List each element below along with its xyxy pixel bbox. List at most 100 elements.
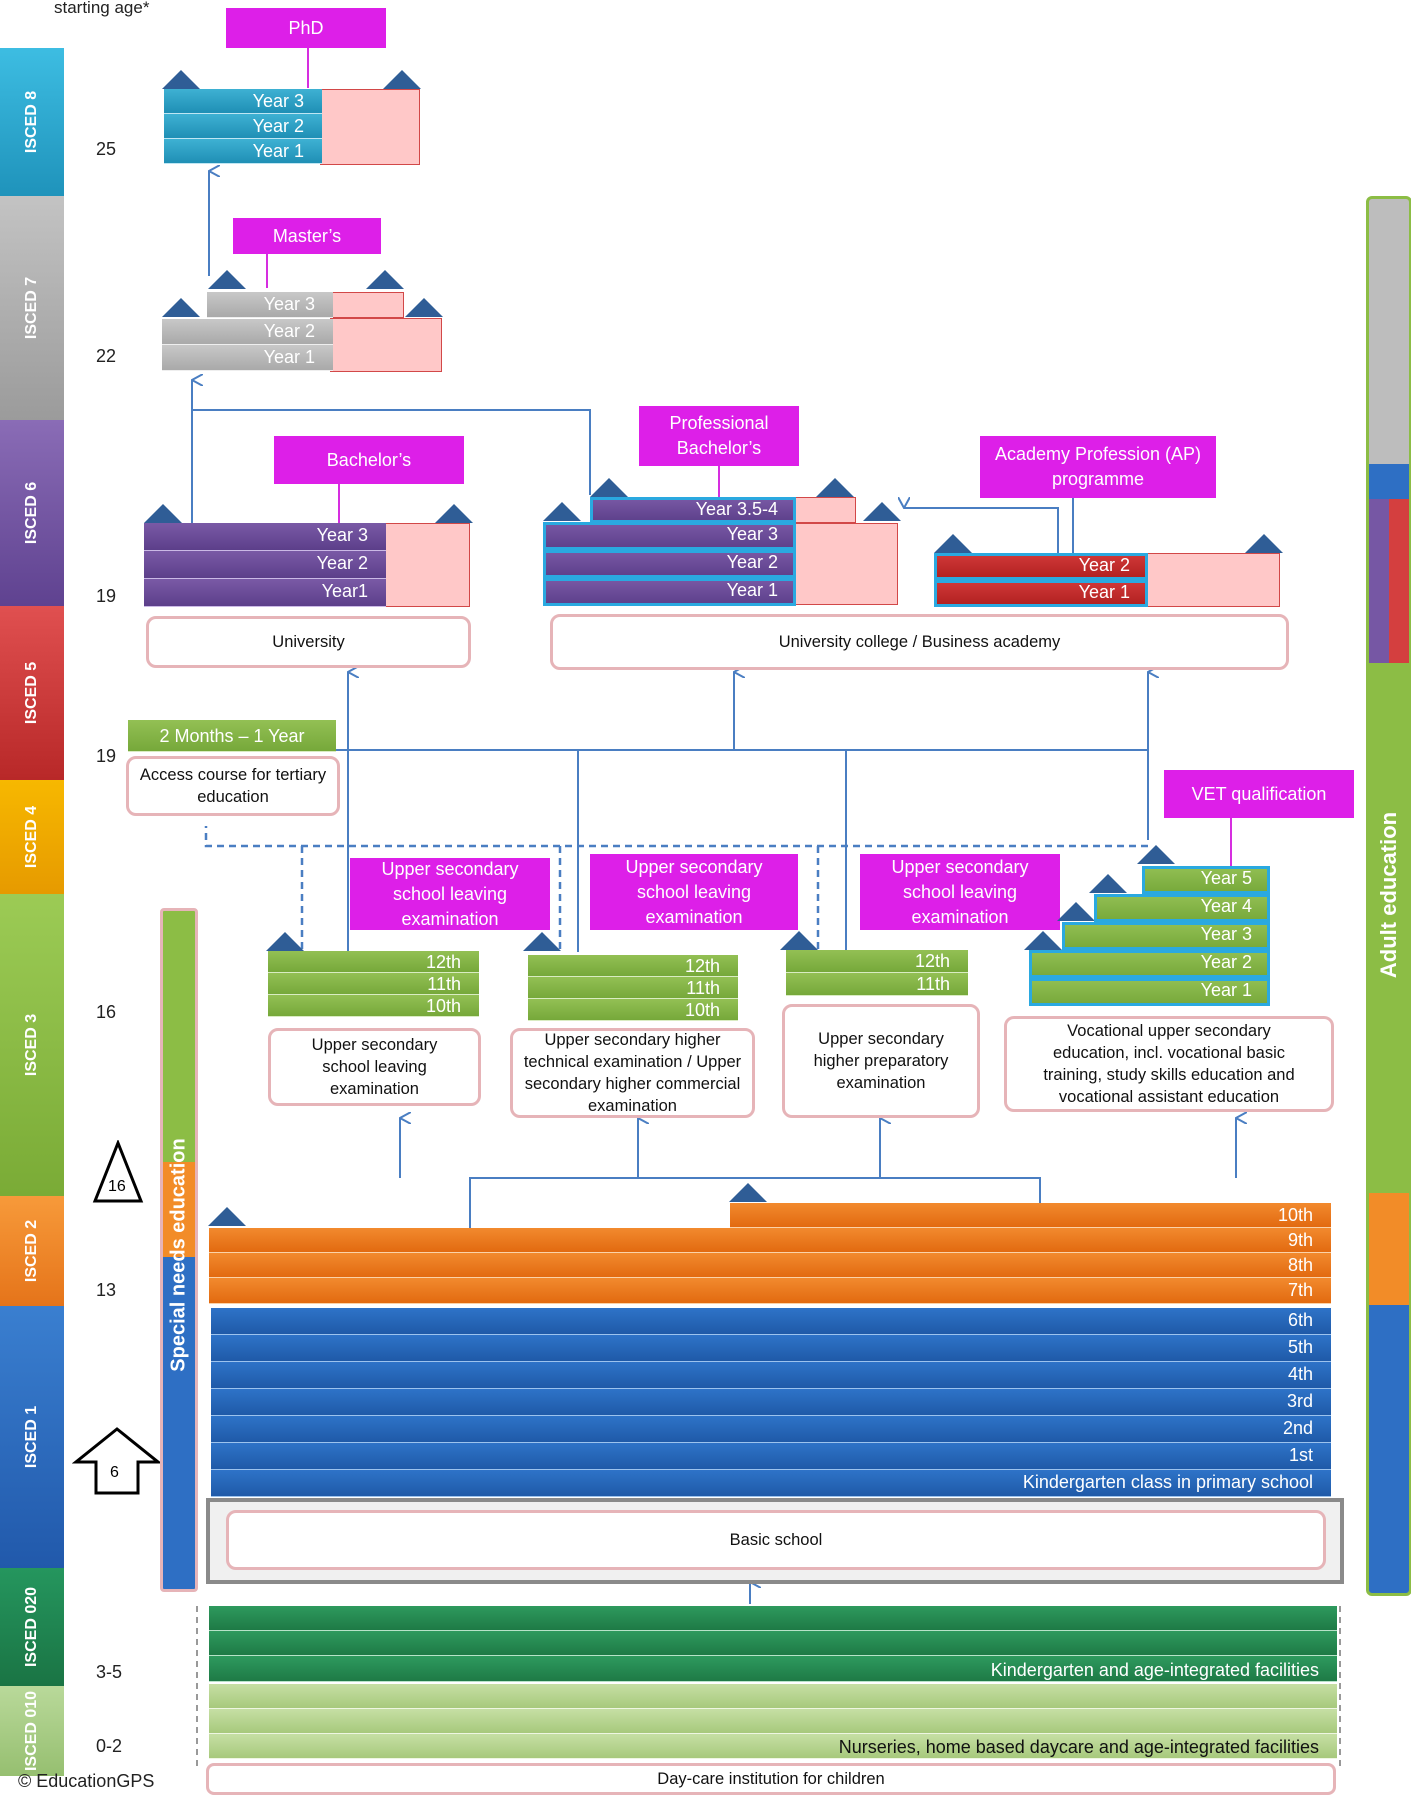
- upper-sec-3-box: Upper secondary higher preparatory exami…: [782, 1004, 980, 1118]
- bachelors-connector: [338, 484, 340, 524]
- starting-age-header: starting age*: [54, 0, 150, 17]
- prof-bachelors-year-3: Year 3: [543, 522, 796, 550]
- prof-bachelors-ext-top: [792, 497, 856, 523]
- phd-cap-left-icon: [162, 70, 200, 89]
- isced-020: ISCED 020: [0, 1568, 64, 1686]
- ap-cap-left-icon: [934, 534, 972, 553]
- vet-year-1: Year 1: [1029, 978, 1270, 1006]
- upper-sec-1-box: Upper secondary school leaving examinati…: [268, 1028, 481, 1106]
- special-needs-bar: [160, 908, 198, 1592]
- nurseries-row-2: [209, 1709, 1337, 1734]
- age-19-upper: 19: [96, 586, 117, 606]
- prof-bachelors-cap-1-icon: [590, 478, 628, 497]
- phd-label: PhD: [226, 8, 386, 48]
- upper-sec-3-grade-11: 11th: [786, 973, 968, 996]
- access-course-box: Access course for tertiary education: [126, 756, 340, 816]
- nurseries-row-1: [209, 1684, 1337, 1709]
- isced-6: ISCED 6: [0, 420, 64, 606]
- university-college-box: University college / Business academy: [550, 614, 1289, 670]
- age-19-lower: 19: [96, 746, 117, 766]
- isced-3: ISCED 3: [0, 894, 64, 1196]
- isced-010: ISCED 010: [0, 1686, 64, 1776]
- upper-sec-1-grade-10: 10th: [268, 995, 479, 1017]
- adult-education-isced3-block: [1369, 663, 1409, 1193]
- isced-1: ISCED 1: [0, 1306, 64, 1568]
- phd-year-2: Year 2: [164, 114, 322, 139]
- prof-bachelors-label: Professional Bachelor’s: [639, 406, 799, 466]
- ap-connector: [1072, 498, 1074, 556]
- phd-extension: [320, 89, 420, 165]
- phd-year-3: Year 3: [164, 89, 322, 114]
- compulsory-end-triangle-icon: [92, 1140, 144, 1203]
- copyright: © EducationGPS: [18, 1771, 155, 1791]
- upper-sec-3-grade-12: 12th: [786, 950, 968, 973]
- lower-sec-cap-left-icon: [208, 1207, 246, 1226]
- adult-education-top-stripes: [1369, 499, 1409, 663]
- bachelors-cap-left-icon: [144, 504, 182, 523]
- lower-sec-grade-7: 7th: [209, 1278, 1331, 1304]
- vet-year-2: Year 2: [1029, 950, 1270, 978]
- basic-school-box: Basic school: [226, 1510, 1326, 1570]
- age-16: 16: [96, 1002, 117, 1022]
- vet-year-5: Year 5: [1142, 866, 1270, 894]
- masters-year-1: Year 1: [162, 345, 333, 371]
- university-box: University: [146, 616, 471, 668]
- bachelors-year-3: Year 3: [144, 523, 386, 551]
- masters-cap-4-icon: [405, 298, 443, 317]
- lower-sec-grade-9: 9th: [209, 1228, 1331, 1253]
- vet-label: VET qualification: [1164, 770, 1354, 818]
- primary-grade-2: 2nd: [211, 1416, 1331, 1443]
- upper-sec-2-grade-10: 10th: [528, 999, 738, 1021]
- compulsory-start-arrow-icon: [72, 1427, 162, 1495]
- age-3-5: 3-5: [96, 1662, 123, 1682]
- lower-sec-grade-8: 8th: [209, 1253, 1331, 1278]
- age-13: 13: [96, 1280, 117, 1300]
- isced-4: ISCED 4: [0, 780, 64, 894]
- upper-sec-1-grade-11: 11th: [268, 973, 479, 995]
- ap-extension: [1146, 553, 1280, 607]
- prof-bachelors-connector: [718, 466, 720, 498]
- masters-year-3: Year 3: [207, 292, 333, 318]
- masters-cap-1-icon: [208, 270, 246, 289]
- primary-grade-3: 3rd: [211, 1389, 1331, 1416]
- masters-label: Master’s: [233, 218, 381, 254]
- age-0-2: 0-2: [96, 1736, 123, 1756]
- upper-sec-1-exam-label: Upper secondary school leaving examinati…: [350, 858, 550, 930]
- vet-cap-3-icon: [1057, 902, 1095, 921]
- prof-bachelors-year-1: Year 1: [543, 578, 796, 606]
- masters-cap-2-icon: [366, 270, 404, 289]
- vet-box: Vocational upper secondary education, in…: [1004, 1016, 1334, 1112]
- kindergarten-label: Kindergarten and age-integrated faciliti…: [209, 1656, 1337, 1682]
- lower-sec-cap-mid-icon: [729, 1183, 767, 1202]
- upper-sec-3-cap-icon: [780, 931, 818, 950]
- ap-cap-right-icon: [1245, 534, 1283, 553]
- upper-sec-1-cap-right-icon: [523, 932, 561, 951]
- adult-education-isced2-block: [1369, 1193, 1409, 1305]
- daycare-box: Day-care institution for children: [206, 1763, 1336, 1795]
- prof-bachelors-cap-4-icon: [863, 502, 901, 521]
- primary-kindergarten-class: Kindergarten class in primary school: [211, 1470, 1331, 1497]
- phd-cap-right-icon: [383, 70, 421, 89]
- bachelors-label: Bachelor’s: [274, 436, 464, 484]
- phd-year-1: Year 1: [164, 139, 322, 164]
- isced-8: ISCED 8: [0, 48, 64, 196]
- bachelors-year-1: Year1: [144, 579, 386, 607]
- compulsory-end-age: 16: [108, 1178, 126, 1195]
- ap-label: Academy Profession (AP) programme: [980, 436, 1216, 498]
- kindergarten-row-1: [209, 1606, 1337, 1631]
- upper-sec-2-exam-label: Upper secondary school leaving examinati…: [590, 854, 798, 930]
- upper-sec-3-exam-label: Upper secondary school leaving examinati…: [860, 854, 1060, 930]
- masters-cap-3-icon: [162, 298, 200, 317]
- prof-bachelors-cap-3-icon: [543, 502, 581, 521]
- vet-year-3: Year 3: [1062, 922, 1270, 950]
- upper-sec-2-box: Upper secondary higher technical examina…: [510, 1028, 755, 1118]
- vet-connector: [1230, 818, 1232, 868]
- primary-grade-6: 6th: [211, 1308, 1331, 1335]
- isced-7: ISCED 7: [0, 196, 64, 420]
- vet-cap-5-icon: [1137, 845, 1175, 864]
- upper-sec-2-grade-12: 12th: [528, 955, 738, 977]
- masters-year-2: Year 2: [162, 319, 333, 345]
- vet-year-4: Year 4: [1094, 894, 1270, 922]
- lower-sec-grade-10: 10th: [730, 1203, 1331, 1228]
- ap-year-2: Year 2: [934, 553, 1148, 580]
